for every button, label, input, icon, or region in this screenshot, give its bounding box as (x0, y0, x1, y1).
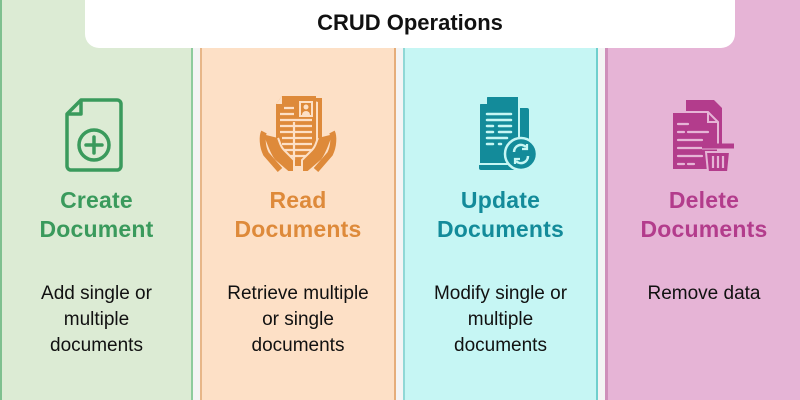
title-line: Delete (668, 187, 740, 213)
operation-title: Update Documents (405, 186, 596, 244)
document-plus-icon (64, 98, 123, 172)
desc-line: documents (454, 335, 547, 356)
title-line: Read (269, 187, 327, 213)
column-update: Update Documents Modify single or multip… (403, 0, 598, 400)
desc-line: multiple (63, 309, 130, 330)
title-line: Update (460, 187, 541, 213)
operation-description: Modify single or multiple documents (405, 281, 596, 359)
title-line: Document (39, 216, 154, 242)
operation-description: Add single or multiple documents (2, 281, 191, 359)
desc-line: multiple (467, 309, 534, 330)
title-line: Documents (640, 216, 768, 242)
desc-line: documents (251, 335, 345, 356)
desc-line: or single (262, 309, 334, 330)
document-held-in-hands-icon (259, 96, 337, 173)
title-line: Documents (436, 216, 565, 242)
operation-title: Create Document (2, 186, 191, 244)
documents-refresh-icon (477, 95, 538, 172)
desc-line: Add single or (41, 283, 152, 304)
desc-line: Retrieve multiple (227, 283, 369, 304)
column-read: Read Documents Retrieve multiple or sing… (200, 0, 396, 400)
column-create: Create Document Add single or multiple d… (0, 0, 193, 400)
operation-title: Read Documents (202, 186, 394, 244)
column-delete: Delete Documents Remove data (605, 0, 800, 400)
operation-description: Retrieve multiple or single documents (202, 281, 394, 359)
operation-description: Remove data (608, 281, 800, 307)
desc-line: Modify single or (433, 283, 568, 304)
documents-trash-icon (671, 100, 734, 173)
title-banner: CRUD Operations (85, 0, 735, 48)
operation-title: Delete Documents (608, 186, 800, 244)
desc-line: documents (50, 335, 143, 356)
desc-line: Remove data (647, 283, 761, 304)
page-title: CRUD Operations (317, 10, 503, 35)
title-line: Documents (234, 216, 362, 242)
title-line: Create (60, 187, 133, 213)
